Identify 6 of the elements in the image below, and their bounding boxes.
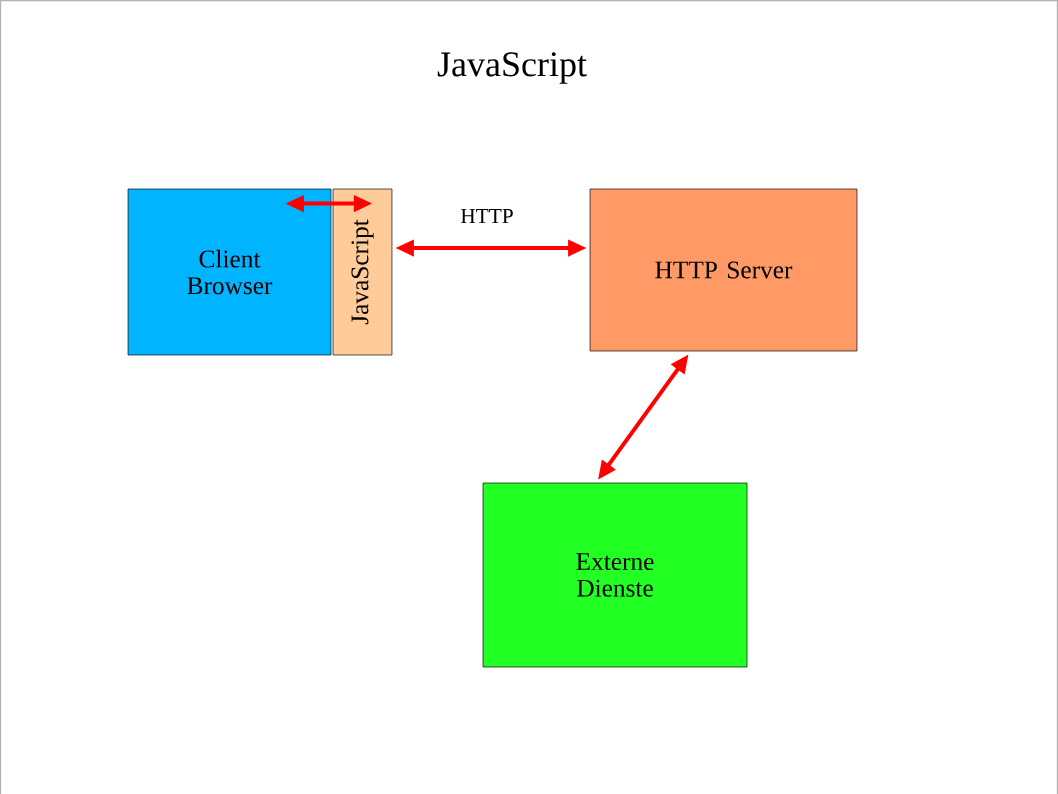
process-box: JavaScript [332,188,393,356]
edge-label: HTTP [460,209,513,223]
process-box: HTTP Server [589,188,858,352]
title: JavaScript [437,52,587,84]
process-box: Client Browser [127,188,332,356]
process-box: Externe Dienste [482,482,748,668]
